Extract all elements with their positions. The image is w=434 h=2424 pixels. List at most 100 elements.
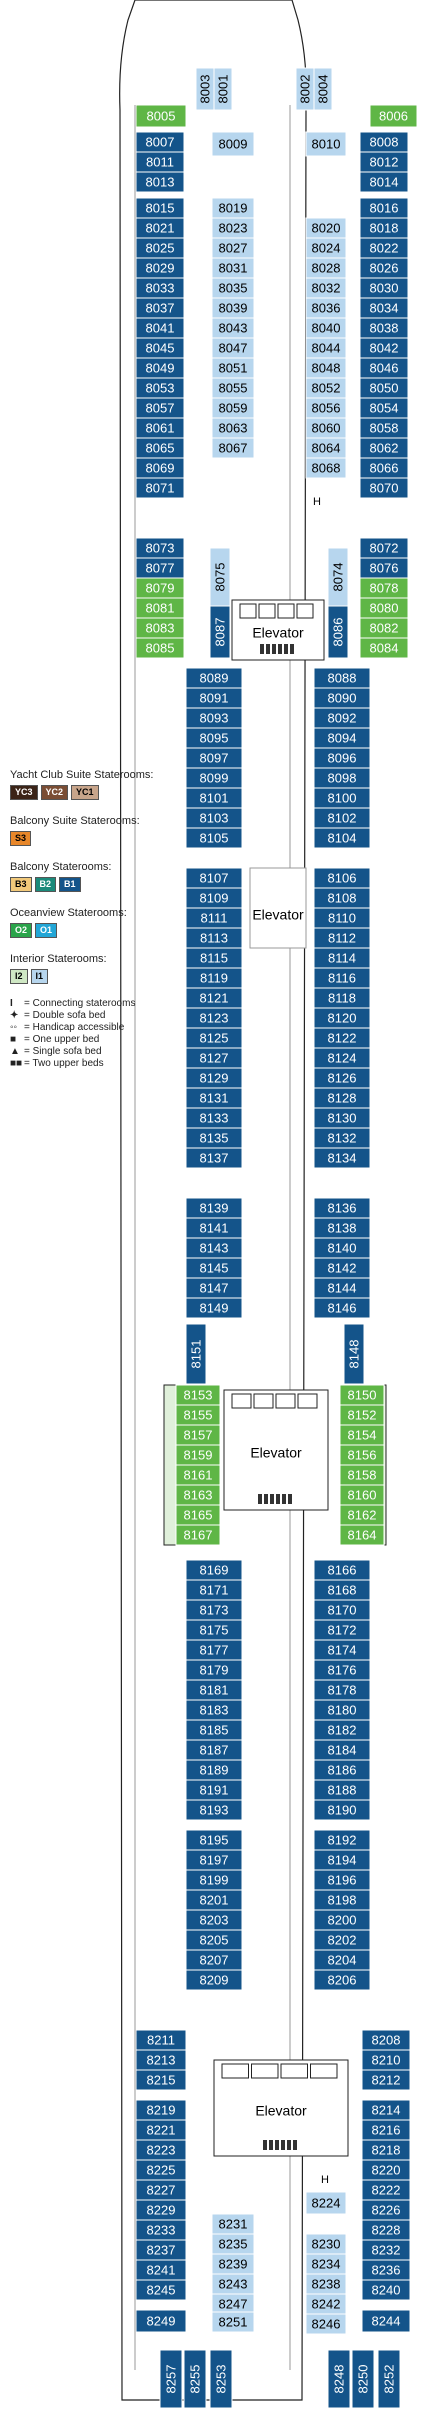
cabin-8137[interactable]: 8137 [185,1147,243,1169]
cabin-8122[interactable]: 8122 [313,1027,371,1049]
cabin-8114[interactable]: 8114 [313,947,371,969]
cabin-8186[interactable]: 8186 [313,1759,371,1781]
cabin-8181[interactable]: 8181 [185,1679,243,1701]
cabin-8150[interactable]: 8150 [339,1384,385,1406]
cabin-8039[interactable]: 8039 [211,297,255,319]
cabin-8179[interactable]: 8179 [185,1659,243,1681]
cabin-8123[interactable]: 8123 [185,1007,243,1029]
cabin-8167[interactable]: 8167 [175,1524,221,1546]
cabin-8130[interactable]: 8130 [313,1107,371,1129]
cabin-8224[interactable]: 8224 [305,2191,347,2215]
cabin-8089[interactable]: 8089 [185,667,243,689]
cabin-8193[interactable]: 8193 [185,1799,243,1821]
cabin-8154[interactable]: 8154 [339,1424,385,1446]
cabin-8037[interactable]: 8037 [135,297,185,319]
cabin-8052[interactable]: 8052 [305,377,347,399]
cabin-8147[interactable]: 8147 [185,1277,243,1299]
cabin-8011[interactable]: 8011 [135,151,185,173]
cabin-8093[interactable]: 8093 [185,707,243,729]
cabin-8126[interactable]: 8126 [313,1067,371,1089]
cabin-8188[interactable]: 8188 [313,1779,371,1801]
cabin-8146[interactable]: 8146 [313,1297,371,1319]
cabin-8075[interactable]: 8075 [209,547,231,607]
cabin-8027[interactable]: 8027 [211,237,255,259]
cabin-8161[interactable]: 8161 [175,1464,221,1486]
cabin-8185[interactable]: 8185 [185,1719,243,1741]
cabin-8199[interactable]: 8199 [185,1869,243,1891]
cabin-8112[interactable]: 8112 [313,927,371,949]
cabin-8087[interactable]: 8087 [209,605,231,659]
cabin-8140[interactable]: 8140 [313,1237,371,1259]
cabin-8041[interactable]: 8041 [135,317,185,339]
cabin-8134[interactable]: 8134 [313,1147,371,1169]
cabin-8214[interactable]: 8214 [361,2099,411,2121]
cabin-8245[interactable]: 8245 [135,2279,187,2301]
cabin-8069[interactable]: 8069 [135,457,185,479]
cabin-8006[interactable]: 8006 [369,104,418,128]
cabin-8164[interactable]: 8164 [339,1524,385,1546]
cabin-8187[interactable]: 8187 [185,1739,243,1761]
cabin-8021[interactable]: 8021 [135,217,185,239]
cabin-8086[interactable]: 8086 [327,605,349,659]
cabin-8109[interactable]: 8109 [185,887,243,909]
cabin-8136[interactable]: 8136 [313,1197,371,1219]
cabin-8083[interactable]: 8083 [135,617,185,639]
cabin-8176[interactable]: 8176 [313,1659,371,1681]
cabin-8074[interactable]: 8074 [327,547,349,607]
cabin-8165[interactable]: 8165 [175,1504,221,1526]
cabin-8025[interactable]: 8025 [135,237,185,259]
cabin-8163[interactable]: 8163 [175,1484,221,1506]
cabin-8090[interactable]: 8090 [313,687,371,709]
cabin-8008[interactable]: 8008 [359,131,409,153]
cabin-8135[interactable]: 8135 [185,1127,243,1149]
cabin-8215[interactable]: 8215 [135,2069,187,2091]
cabin-8004[interactable]: 8004 [313,67,333,111]
cabin-8189[interactable]: 8189 [185,1759,243,1781]
cabin-8251[interactable]: 8251 [211,2311,255,2333]
cabin-8091[interactable]: 8091 [185,687,243,709]
cabin-8138[interactable]: 8138 [313,1217,371,1239]
cabin-8149[interactable]: 8149 [185,1297,243,1319]
cabin-8203[interactable]: 8203 [185,1909,243,1931]
cabin-8144[interactable]: 8144 [313,1277,371,1299]
cabin-8080[interactable]: 8080 [359,597,409,619]
cabin-8113[interactable]: 8113 [185,927,243,949]
cabin-8022[interactable]: 8022 [359,237,409,259]
cabin-8139[interactable]: 8139 [185,1197,243,1219]
cabin-8007[interactable]: 8007 [135,131,185,153]
cabin-8225[interactable]: 8225 [135,2159,187,2181]
cabin-8058[interactable]: 8058 [359,417,409,439]
cabin-8247[interactable]: 8247 [211,2293,255,2315]
cabin-8029[interactable]: 8029 [135,257,185,279]
cabin-8031[interactable]: 8031 [211,257,255,279]
cabin-8034[interactable]: 8034 [359,297,409,319]
cabin-8098[interactable]: 8098 [313,767,371,789]
cabin-8207[interactable]: 8207 [185,1949,243,1971]
cabin-8204[interactable]: 8204 [313,1949,371,1971]
cabin-8238[interactable]: 8238 [305,2273,347,2295]
cabin-8201[interactable]: 8201 [185,1889,243,1911]
cabin-8055[interactable]: 8055 [211,377,255,399]
cabin-8182[interactable]: 8182 [313,1719,371,1741]
cabin-8102[interactable]: 8102 [313,807,371,829]
cabin-8024[interactable]: 8024 [305,237,347,259]
cabin-8047[interactable]: 8047 [211,337,255,359]
cabin-8210[interactable]: 8210 [361,2049,411,2071]
cabin-8194[interactable]: 8194 [313,1849,371,1871]
cabin-8233[interactable]: 8233 [135,2219,187,2241]
cabin-8048[interactable]: 8048 [305,357,347,379]
cabin-8168[interactable]: 8168 [313,1579,371,1601]
cabin-8013[interactable]: 8013 [135,171,185,193]
cabin-8019[interactable]: 8019 [211,197,255,219]
cabin-8169[interactable]: 8169 [185,1559,243,1581]
cabin-8221[interactable]: 8221 [135,2119,187,2141]
cabin-8190[interactable]: 8190 [313,1799,371,1821]
cabin-8177[interactable]: 8177 [185,1639,243,1661]
cabin-8042[interactable]: 8042 [359,337,409,359]
cabin-8209[interactable]: 8209 [185,1969,243,1991]
cabin-8077[interactable]: 8077 [135,557,185,579]
cabin-8151[interactable]: 8151 [185,1323,207,1385]
cabin-8170[interactable]: 8170 [313,1599,371,1621]
cabin-8104[interactable]: 8104 [313,827,371,849]
cabin-8206[interactable]: 8206 [313,1969,371,1991]
